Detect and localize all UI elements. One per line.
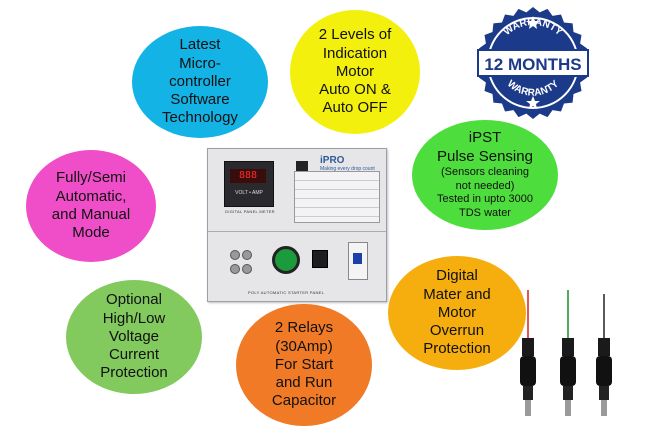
spec-label-table — [294, 171, 380, 223]
warranty-badge: 12 MONTHS WARRANTY WARRANTY — [477, 7, 589, 119]
bubble-line: (Sensors cleaning — [440, 165, 530, 178]
bubble-line: Software — [170, 91, 230, 109]
meter-label: VOLT • AMP — [235, 190, 263, 196]
bubble-line: Mode — [72, 224, 110, 242]
sensor-probes-image — [520, 290, 612, 416]
bubble-line: Indication — [322, 44, 388, 62]
bubble-line: Pulse Sensing — [437, 147, 533, 165]
meter-caption: DIGITAL PANEL METER — [225, 209, 275, 214]
mcb-breaker — [348, 242, 368, 280]
indicator-lamp — [242, 250, 252, 260]
bubble-line: Voltage — [108, 327, 160, 345]
indicator-lamp — [230, 250, 240, 260]
bubble-line: Digital — [436, 267, 478, 285]
meter-display: 888 — [230, 169, 266, 183]
bubble-line: Capacitor — [271, 392, 337, 410]
bubble-line: Current — [108, 346, 159, 364]
bubble-line: Protection — [423, 340, 491, 358]
bubble-line: Micro- — [179, 54, 221, 72]
bubble-line: High/Low — [102, 309, 166, 327]
bubble-line: Overrun — [429, 322, 485, 340]
panel-caption: POLY AUTOMATIC STARTER PANEL — [248, 290, 325, 295]
badge-main-text: 12 MONTHS — [484, 55, 581, 74]
panel-lower-section: POLY AUTOMATIC STARTER PANEL — [208, 232, 386, 301]
bubble-line: Auto ON & — [319, 81, 391, 99]
bubble-line: and Run — [275, 374, 333, 392]
bubble-line: Automatic, — [55, 187, 127, 205]
bubble-line: Latest — [179, 36, 221, 54]
start-button — [272, 246, 300, 274]
star-icon — [526, 96, 540, 109]
sensor-probe — [596, 294, 612, 416]
toggle-switch — [296, 161, 308, 171]
bubble-line: Auto OFF — [322, 99, 388, 117]
bubble-line: and Manual — [51, 206, 131, 223]
indicator-lamp — [242, 264, 252, 274]
bubble-line: Technology — [162, 109, 238, 127]
bubble-line: Tested in upto 3000 — [436, 193, 534, 206]
badge-ribbon — [477, 49, 589, 77]
mode-switch — [312, 250, 328, 268]
bubble-line: Fully/Semi — [55, 169, 126, 187]
bubble-line: 2 Relays — [274, 319, 334, 337]
bubble-line: For Start — [274, 355, 334, 373]
bubble-line: (30Amp) — [275, 337, 333, 355]
bubble-line: Mater and — [423, 285, 491, 303]
indicator-lamp — [230, 264, 240, 274]
sensor-probe — [560, 290, 576, 416]
bubble-line: TDS water — [459, 207, 511, 220]
bubble-line: Motor — [437, 303, 477, 321]
star-icon — [526, 16, 540, 29]
bubble-line: controller — [169, 72, 231, 90]
bubble-line: iPST — [468, 129, 502, 147]
bubble-line: Motor — [335, 62, 375, 80]
bubble-line: Protection — [100, 364, 168, 382]
sensor-probe — [520, 290, 536, 416]
bubble-line: 2 Levels of — [318, 26, 392, 44]
bubble-line: Optional — [106, 291, 162, 309]
digital-meter: 888 VOLT • AMP — [224, 161, 274, 207]
bubble-line: not needed) — [455, 179, 515, 192]
